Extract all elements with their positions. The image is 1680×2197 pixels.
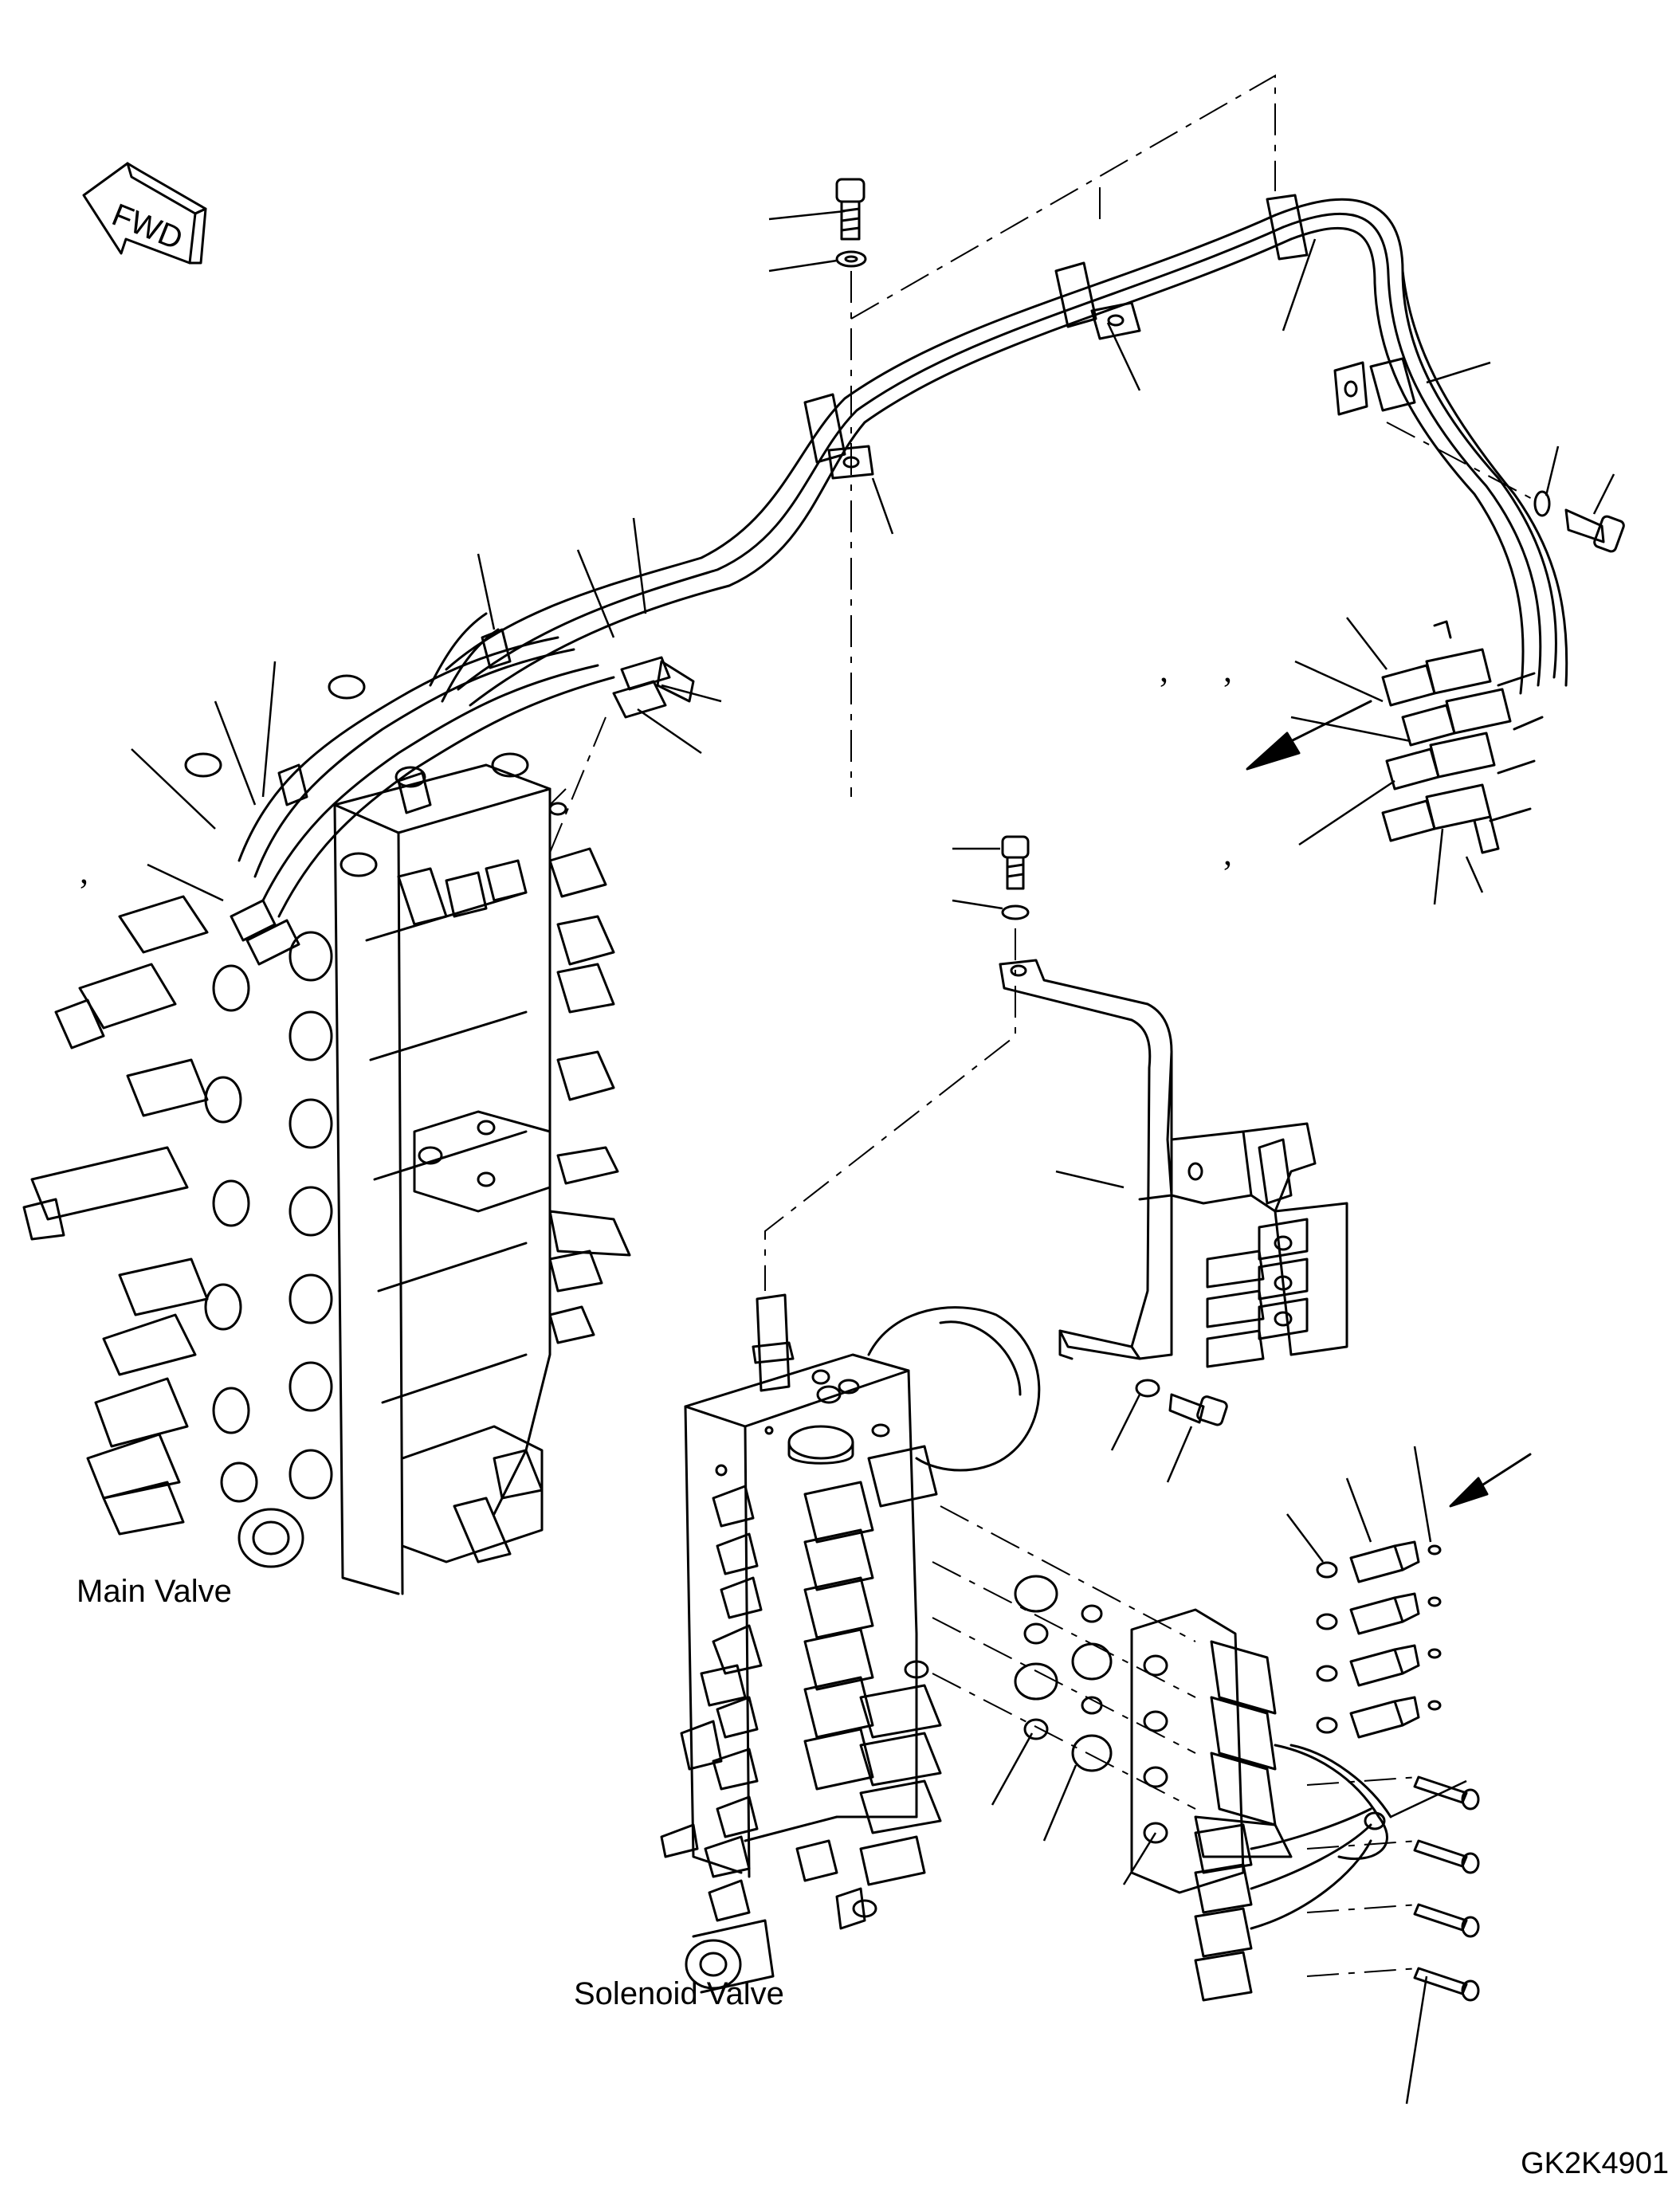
long-screws (1413, 1775, 1480, 2002)
hose-bundle (445, 194, 1568, 707)
main-valve-hoses (230, 612, 695, 966)
comma-mark-3: , (1223, 834, 1232, 873)
center-lines (549, 74, 1539, 1977)
mounting-bracket (999, 959, 1348, 1368)
bracket-bolt-icon (1001, 835, 1030, 920)
main-valve-label: Main Valve (77, 1574, 232, 1609)
drawing-code: GK2K4901 (1521, 2147, 1669, 2180)
o-rings (1014, 1575, 1113, 1772)
solenoid-valve (660, 1293, 1041, 1994)
flow-arrow-icon (1246, 700, 1372, 771)
bracket-bolt-bottom-icon (1135, 1379, 1228, 1426)
solenoid-valve-label: Solenoid Valve (574, 1976, 784, 2011)
bolt-right-icon (1533, 490, 1625, 553)
fwd-arrow-icon: FWD (82, 162, 207, 265)
bolt-top-icon (835, 178, 867, 268)
comma-mark-4: , (80, 852, 88, 891)
manifold-block (1130, 1608, 1392, 2002)
pressure-switches (1316, 1540, 1442, 1739)
main-valve (22, 674, 631, 1595)
comma-mark-1: , (1160, 650, 1168, 689)
comma-mark-2: , (1223, 650, 1232, 689)
leader-lines (131, 210, 1615, 2105)
connector-group-right (1381, 620, 1544, 854)
switch-arrow-icon (1449, 1453, 1532, 1508)
